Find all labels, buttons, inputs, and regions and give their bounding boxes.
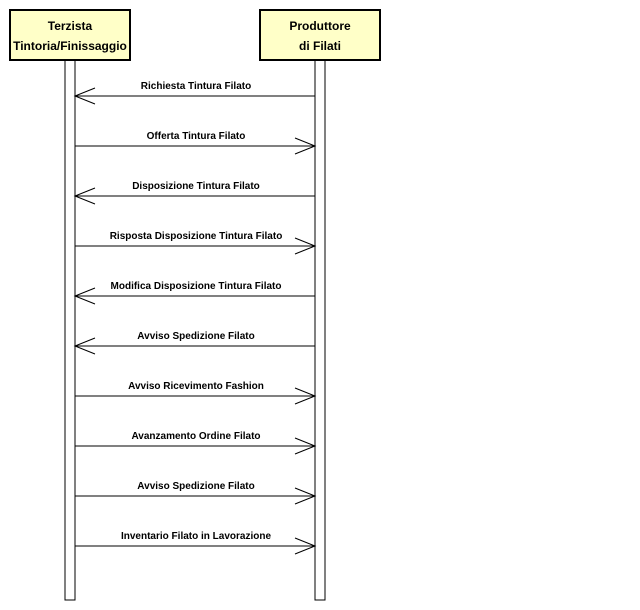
message-label: Offerta Tintura Filato — [147, 131, 246, 142]
actor-label-terzista-1: Tintoria/Finissaggio — [13, 39, 127, 53]
message-label: Disposizione Tintura Filato — [132, 181, 260, 192]
actor-label-produttore-0: Produttore — [289, 19, 351, 33]
message-10: Inventario Filato in Lavorazione — [75, 531, 317, 555]
message-arrowhead — [294, 137, 317, 155]
message-label: Inventario Filato in Lavorazione — [121, 531, 271, 542]
actor-label-produttore-1: di Filati — [299, 39, 341, 53]
message-arrowhead — [294, 537, 317, 555]
lifeline-terzista — [64, 59, 76, 601]
message-arrowhead — [294, 237, 317, 255]
message-arrowhead — [73, 287, 96, 305]
message-arrowhead — [73, 87, 96, 105]
message-label: Avanzamento Ordine Filato — [131, 431, 260, 442]
message-label: Avviso Spedizione Filato — [137, 481, 254, 492]
message-label: Richiesta Tintura Filato — [141, 81, 251, 92]
actor-box-produttore — [259, 9, 381, 61]
message-1: Richiesta Tintura Filato — [73, 81, 315, 105]
message-label: Risposta Disposizione Tintura Filato — [110, 231, 283, 242]
message-5: Modifica Disposizione Tintura Filato — [73, 281, 315, 305]
lifeline-produttore — [314, 59, 326, 601]
message-arrowhead — [73, 337, 96, 355]
message-arrowhead — [294, 387, 317, 405]
actor-box-terzista — [9, 9, 131, 61]
message-7: Avviso Ricevimento Fashion — [75, 381, 317, 405]
message-2: Offerta Tintura Filato — [75, 131, 317, 155]
message-label: Avviso Ricevimento Fashion — [128, 381, 264, 392]
message-9: Avviso Spedizione Filato — [75, 481, 317, 505]
actor-label-terzista-0: Terzista — [48, 19, 93, 33]
message-arrowhead — [294, 437, 317, 455]
message-8: Avanzamento Ordine Filato — [75, 431, 317, 455]
message-arrowhead — [73, 187, 96, 205]
message-6: Avviso Spedizione Filato — [73, 331, 315, 355]
message-label: Avviso Spedizione Filato — [137, 331, 254, 342]
message-4: Risposta Disposizione Tintura Filato — [75, 231, 317, 255]
message-arrowhead — [294, 487, 317, 505]
message-3: Disposizione Tintura Filato — [73, 181, 315, 205]
message-label: Modifica Disposizione Tintura Filato — [111, 281, 282, 292]
